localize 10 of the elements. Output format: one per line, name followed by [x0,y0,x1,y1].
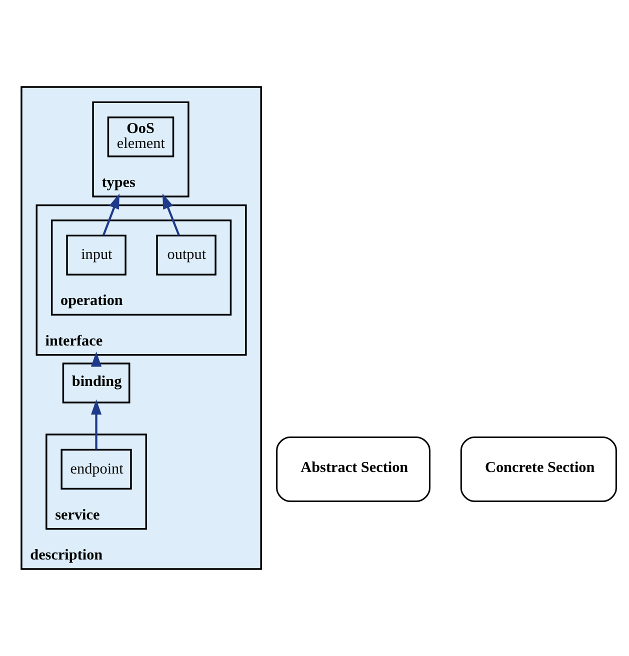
node-box: output [156,234,216,276]
arrow [90,399,102,450]
node-box: OoS element [107,116,174,158]
arrow [90,352,102,367]
arrow [162,193,180,236]
node-box: Concrete Section [460,436,617,502]
arrow [102,193,120,236]
node-box: input [66,234,126,276]
node-box: endpoint [60,448,132,490]
node-box: Abstract Section [276,436,430,502]
